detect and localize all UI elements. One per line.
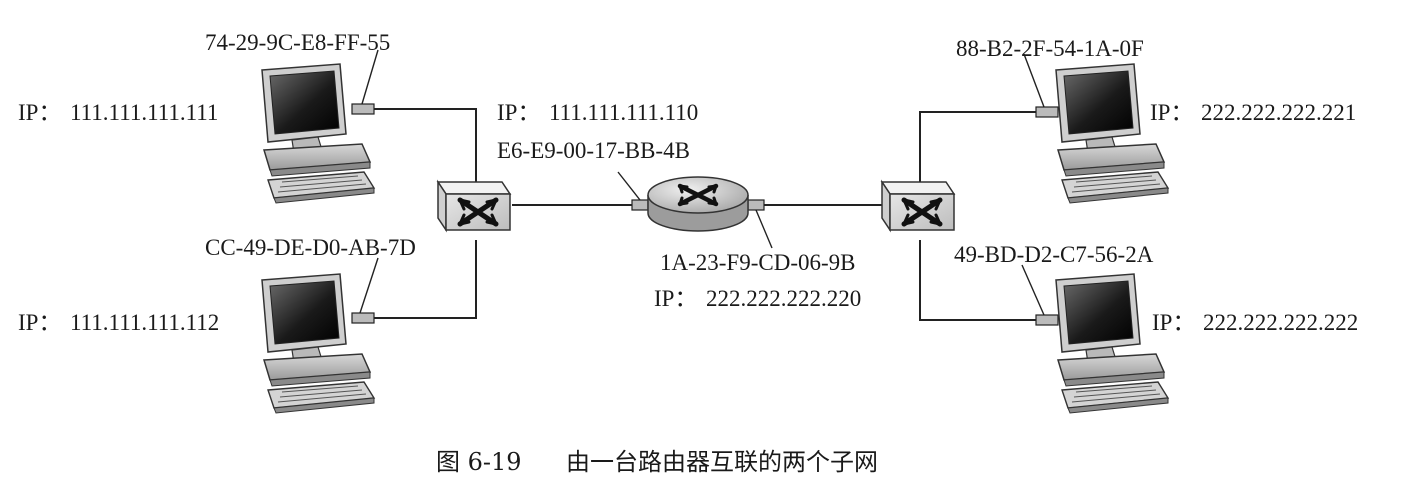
router-left-iface-ip: 111.111.111.110 [549, 100, 698, 125]
host-bottom-right-ip-label: IP： [1152, 310, 1195, 335]
wires [372, 108, 1038, 321]
leader-top-left-mac [361, 49, 379, 105]
router-right-iface-ip-label: IP： [654, 286, 697, 311]
host-bottom-right-mac: 49-BD-D2-C7-56-2A [954, 242, 1154, 267]
host-bottom-left-computer-icon [261, 273, 375, 414]
right-switch-icon [882, 182, 954, 230]
leader-bottom-left-mac [359, 257, 379, 314]
host-top-left-ip-label: IP： [18, 100, 61, 125]
figure-caption: 由一台路由器互联的两个子网 [566, 448, 878, 476]
leader-router-right-iface [755, 209, 773, 249]
host-top-left-computer-icon [261, 63, 375, 204]
wire-top-right-host [919, 111, 1038, 184]
router-right-iface-ip: 222.222.222.220 [706, 286, 861, 311]
router-icon [647, 176, 749, 232]
host-top-right-ip: 222.222.222.221 [1201, 100, 1356, 125]
leader-bottom-right-mac [1021, 264, 1045, 316]
leader-router-left-iface [617, 171, 641, 201]
host-bottom-right-computer-icon [1055, 273, 1169, 414]
host-top-right-ip-label: IP： [1150, 100, 1193, 125]
figure-number: 图 6-19 [436, 448, 522, 476]
wire-top-left-host [372, 108, 477, 184]
host-bottom-left-ip-label: IP： [18, 310, 61, 335]
host-bottom-left-ip: 111.111.111.112 [70, 310, 219, 335]
leader-lines [359, 49, 1045, 316]
router-left-iface-ip-label: IP： [497, 100, 540, 125]
leader-top-right-mac [1023, 53, 1045, 108]
host-top-right-computer-icon [1055, 63, 1169, 204]
host-top-left-mac: 74-29-9C-E8-FF-55 [205, 30, 390, 55]
router-right-iface-mac: 1A-23-F9-CD-06-9B [660, 250, 856, 275]
host-bottom-right-ip: 222.222.222.222 [1203, 310, 1358, 335]
router-left-iface-mac: E6-E9-00-17-BB-4B [497, 138, 690, 163]
wire-bottom-left-host [372, 240, 477, 319]
host-bottom-left-mac: CC-49-DE-D0-AB-7D [205, 235, 416, 260]
host-top-right-mac: 88-B2-2F-54-1A-0F [956, 36, 1144, 61]
host-top-left-ip: 111.111.111.111 [70, 100, 218, 125]
wire-bottom-right-host [919, 240, 1038, 321]
left-switch-icon [438, 182, 510, 230]
